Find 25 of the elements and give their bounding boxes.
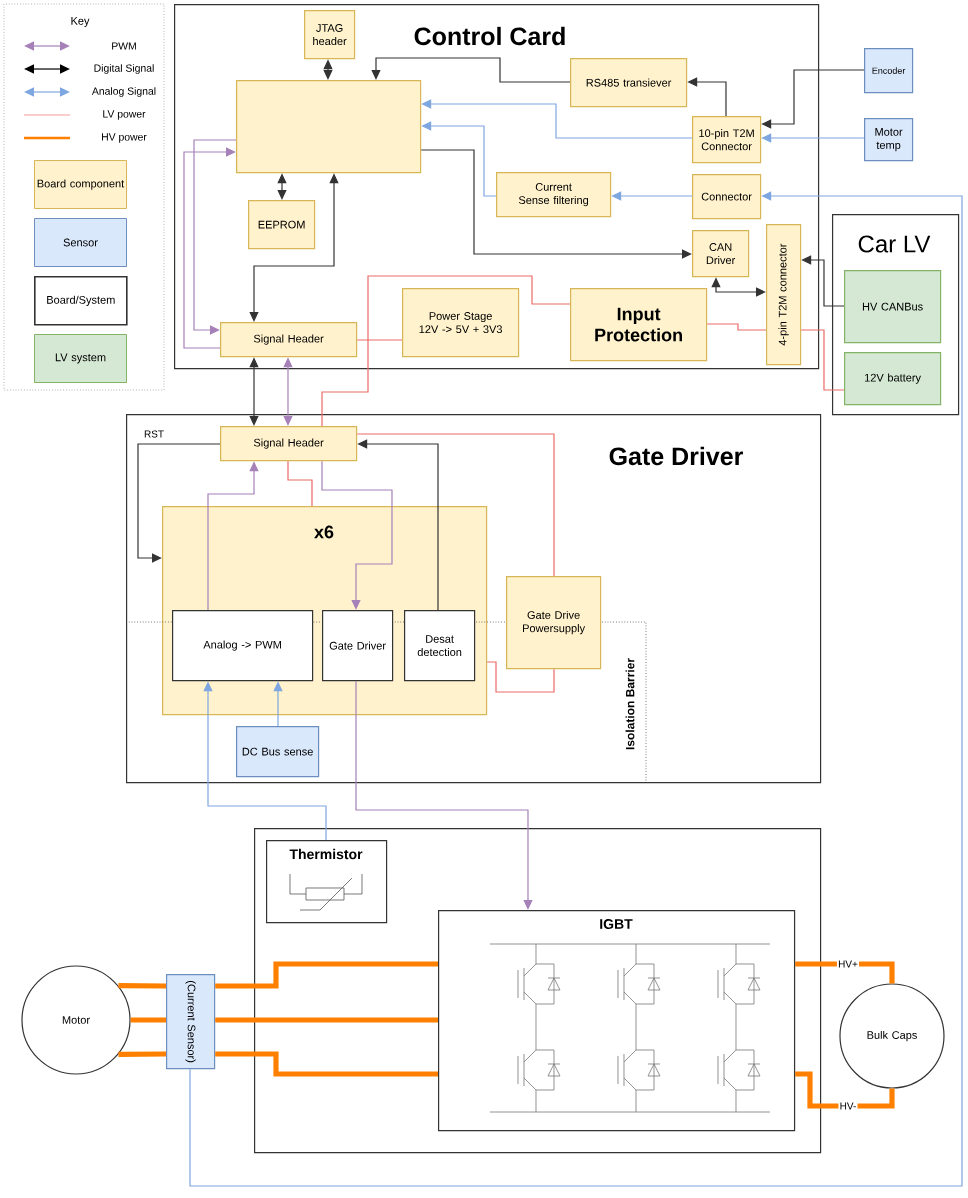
arrow [371, 57, 571, 83]
component-box [236, 80, 422, 174]
connector-line [130, 1017, 166, 1023]
connector-line [287, 460, 313, 507]
arrow [193, 139, 237, 335]
connector-line [486, 661, 555, 693]
connector-line [321, 275, 571, 427]
arrow [189, 191, 963, 1187]
connector-line [795, 1071, 895, 1109]
arrow [321, 460, 393, 610]
connector-line [215, 961, 438, 989]
connector-line [706, 323, 767, 331]
arrow [183, 147, 236, 349]
connector-line [356, 339, 403, 341]
connector-line [795, 961, 895, 984]
component-box: Input Protection [570, 288, 708, 362]
connector-line [118, 983, 166, 989]
connector-line [356, 433, 555, 577]
arrow [355, 680, 533, 910]
arrow [420, 149, 692, 259]
connector-line [118, 1051, 166, 1057]
connector-line [215, 1017, 438, 1023]
connector-line [800, 329, 845, 391]
connector-line [215, 1051, 438, 1077]
arrow [137, 443, 221, 563]
